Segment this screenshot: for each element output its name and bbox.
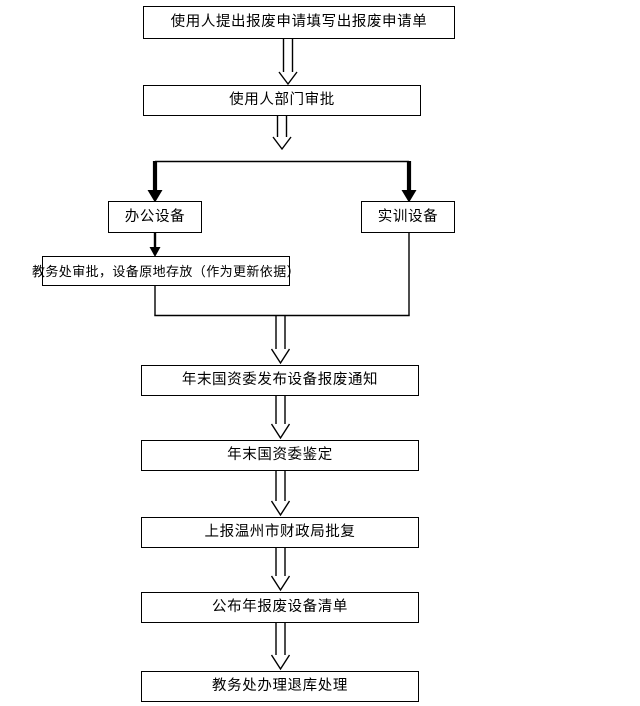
flow-node-label: 使用人部门审批 (229, 92, 335, 109)
connector-n9-n10 (270, 623, 291, 671)
connector-branch-n4 (401, 161, 417, 203)
connector-n8-n9 (270, 548, 291, 592)
flow-node-finance-bureau-reply[interactable]: 上报温州市财政局批复 (141, 517, 419, 548)
flow-node-sasac-appraisal[interactable]: 年末国资委鉴定 (141, 440, 419, 471)
flow-node-label: 实训设备 (377, 208, 439, 225)
flow-node-sasac-notice[interactable]: 年末国资委发布设备报废通知 (141, 365, 419, 396)
flow-node-label: 年末国资委发布设备报废通知 (181, 372, 379, 389)
flow-node-academic-affairs-approval[interactable]: 教务处审批，设备原地存放（作为更新依据） (32, 256, 300, 286)
flow-node-apply[interactable]: 使用人提出报废申请填写出报废申请单 (143, 6, 455, 39)
flow-node-office-equipment[interactable]: 办公设备 (108, 201, 202, 233)
flow-node-label: 公布年报废设备清单 (212, 599, 348, 616)
connector-n1-n2 (278, 39, 298, 86)
flow-node-department-approval[interactable]: 使用人部门审批 (143, 85, 421, 116)
flow-node-return-warehouse[interactable]: 教务处办理退库处理 (141, 671, 419, 702)
flow-node-training-equipment[interactable]: 实训设备 (361, 201, 455, 233)
connector-n3-n5 (149, 233, 161, 257)
flow-node-label: 教务处办理退库处理 (212, 678, 348, 695)
connector-n7-n8 (270, 471, 291, 517)
flow-node-label: 教务处审批，设备原地存放（作为更新依据） (32, 263, 301, 279)
connector-branch-n3 (147, 161, 163, 203)
flow-node-label: 使用人提出报废申请填写出报废申请单 (170, 14, 428, 31)
connector-n6-n7 (270, 396, 291, 440)
flow-node-label: 办公设备 (124, 208, 186, 225)
flow-node-label: 年末国资委鉴定 (227, 447, 333, 464)
connector-n2-branch (272, 116, 292, 151)
flow-node-publish-scrap-list[interactable]: 公布年报废设备清单 (141, 592, 419, 623)
flow-node-label: 上报温州市财政局批复 (204, 524, 356, 541)
connector-merge-n6 (270, 315, 291, 365)
